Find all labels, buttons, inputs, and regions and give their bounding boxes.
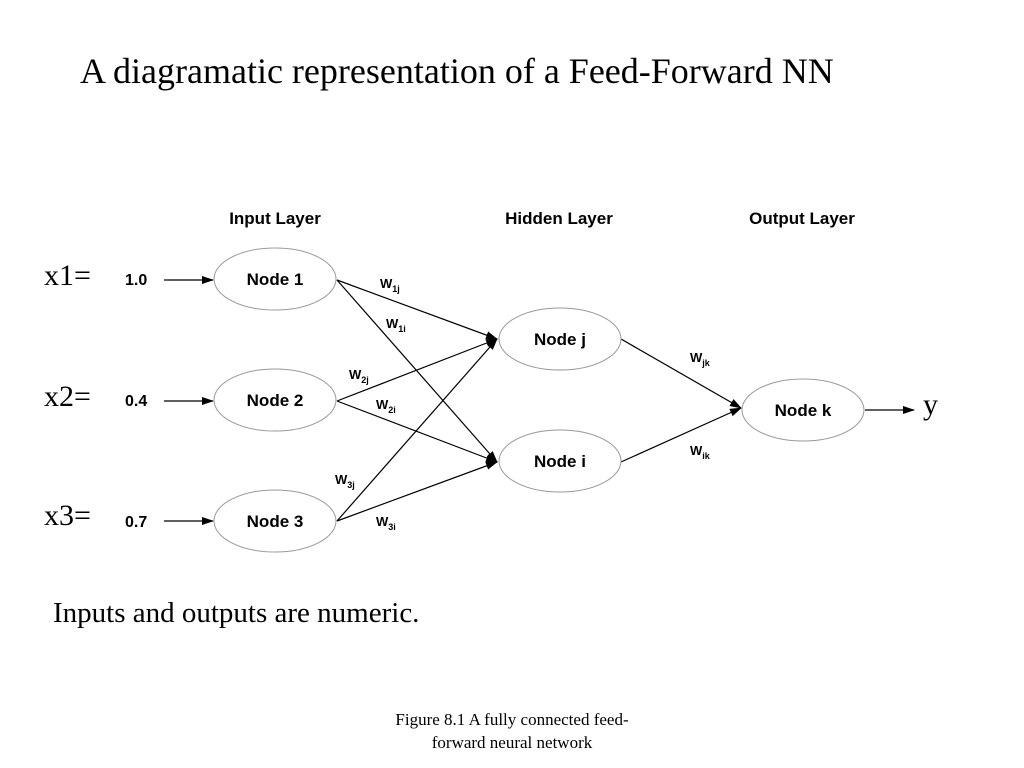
node-2: Node 2 [213,368,337,432]
edge-1-j [336,279,498,340]
node-1-label: Node 1 [247,270,304,289]
node-k-label: Node k [775,401,832,420]
input-value-x3: 0.7 [125,514,147,531]
caption-line-2: forward neural network [431,733,593,752]
node-j-label: Node j [534,330,586,349]
node-j: Node j [498,307,622,371]
node-1: Node 1 [213,247,337,311]
node-k: Node k [741,378,865,442]
output-layer-label: Output Layer [749,209,855,228]
weight-2j: W2j [349,367,369,385]
weight-3j: W3j [335,472,355,490]
input-value-x1: 1.0 [125,272,147,289]
edge-i-k [620,407,742,463]
weight-jk: Wjk [690,350,711,368]
edge-1-i [336,279,498,463]
edge-2-j [336,338,498,402]
caption-line-1: Figure 8.1 A fully connected feed- [395,710,629,729]
node-i: Node i [498,429,622,493]
input-label-x3: x3= [44,499,91,532]
edge-3-j [336,338,498,522]
numeric-note: Inputs and outputs are numeric. [53,597,420,629]
node-2-label: Node 2 [247,391,304,410]
input-label-x2: x2= [44,380,91,413]
edge-3-i [336,461,498,522]
hidden-layer-label: Hidden Layer [505,209,613,228]
edge-2-i [336,400,498,463]
input-layer-label: Input Layer [229,209,321,228]
weight-1j: W1j [380,276,400,294]
weight-3i: W3i [376,514,396,532]
node-i-label: Node i [534,452,586,471]
node-3-label: Node 3 [247,512,304,531]
input-value-x2: 0.4 [125,393,147,410]
figure-caption: Figure 8.1 A fully connected feed- forwa… [352,708,672,754]
input-label-x1: x1= [44,259,91,292]
weight-2i: W2i [376,397,396,415]
weight-1i: W1i [386,316,406,334]
node-3: Node 3 [213,489,337,553]
edge-j-k [620,338,742,409]
output-label-y: y [923,388,938,421]
page-title: A diagramatic representation of a Feed-F… [80,51,834,91]
weight-ik: Wik [690,443,711,461]
